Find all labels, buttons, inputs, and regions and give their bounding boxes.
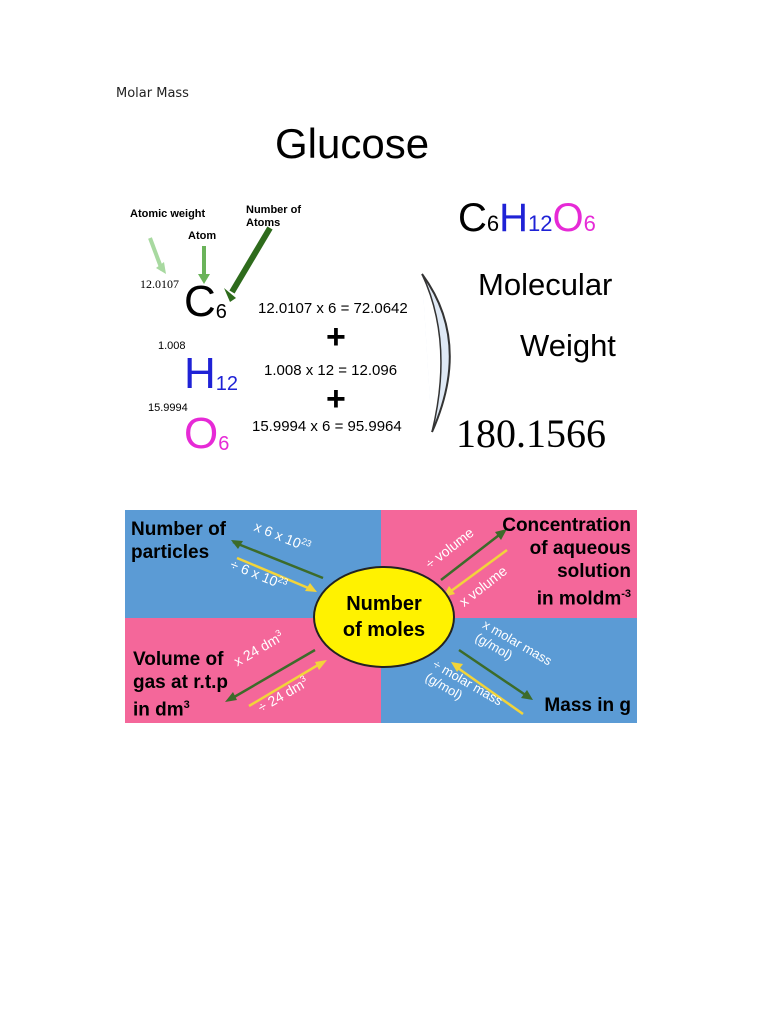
oxygen-atomic-weight: 15.9994 xyxy=(148,402,188,414)
document-heading: Molar Mass xyxy=(116,86,189,101)
hydrogen-symbol: H12 xyxy=(184,349,239,398)
concentration-label: Concentration of aqueous solution in mol… xyxy=(502,515,631,610)
weight-label: Weight xyxy=(520,328,616,363)
mass-label: Mass in g xyxy=(544,695,631,716)
hydrogen-atomic-weight: 1.008 xyxy=(158,340,186,352)
plus-sign: + xyxy=(326,318,346,356)
figure-title: Glucose xyxy=(275,120,430,167)
hydrogen-calc: 1.008 x 12 = 12.096 xyxy=(264,362,398,379)
glucose-figure: Glucose Atomic weight Atom Number of Ato… xyxy=(120,112,650,462)
carbon-calc: 12.0107 x 6 = 72.0642 xyxy=(258,300,408,317)
molecular-weight-value: 180.1566 xyxy=(456,411,606,456)
carbon-atomic-weight: 12.0107 xyxy=(140,277,179,291)
atomic-weight-label: Atomic weight xyxy=(130,208,206,220)
oxygen-calc: 15.9994 x 6 = 95.9964 xyxy=(252,418,402,435)
glucose-formula: C6H12O6 xyxy=(458,196,596,240)
conversion-arrows xyxy=(225,529,533,716)
atom-label: Atom xyxy=(188,230,217,242)
carbon-symbol: C6 xyxy=(184,277,227,326)
gas-volume-label: Volume of gas at r.t.p in dm3 xyxy=(133,649,229,721)
plus-sign: + xyxy=(326,380,346,418)
molecular-label: Molecular xyxy=(478,267,613,302)
number-of-atoms-label: Number of Atoms xyxy=(246,204,301,229)
oxygen-symbol: O6 xyxy=(184,409,230,458)
pointer-arrows xyxy=(148,226,451,433)
